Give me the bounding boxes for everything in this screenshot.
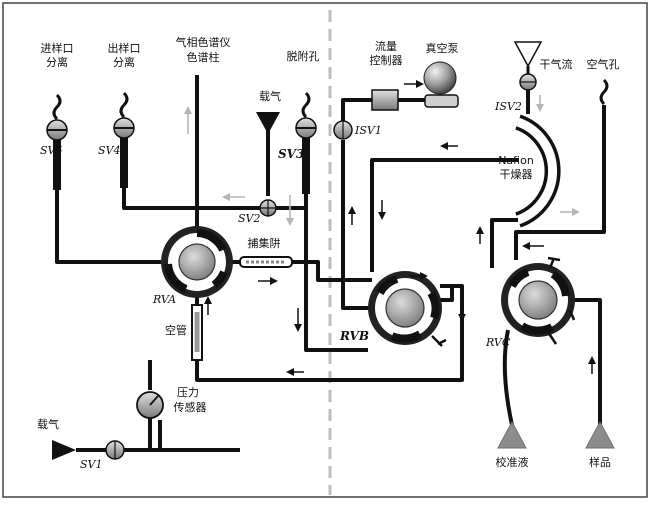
rva-rotary-valve[interactable] xyxy=(161,226,233,298)
nafion-dryer-inner xyxy=(516,117,558,225)
pressure-sensor-gauge xyxy=(136,391,164,450)
sv3-label: SV3 xyxy=(278,147,304,161)
air-hole-label: 空气孔 xyxy=(587,57,620,71)
sample-triangle xyxy=(585,420,615,449)
flow-arrow-black xyxy=(476,226,484,244)
sv1-valve[interactable] xyxy=(105,440,125,460)
vacuum-pump-label: 真空泵 xyxy=(426,41,459,55)
gc-column-label-line2: 色谱柱 xyxy=(187,50,220,64)
isv1-label: ISV1 xyxy=(354,124,382,137)
air-hole-vent-icon xyxy=(599,78,609,106)
rvb-label: RVB xyxy=(339,329,369,343)
pipe-network xyxy=(55,75,606,452)
isv2-valve[interactable] xyxy=(519,73,537,91)
pipe-rvc-calib xyxy=(502,329,514,426)
enrichment-trap xyxy=(239,256,293,268)
sv1-label: SV1 xyxy=(80,458,102,471)
dry-gas-label: 干气流 xyxy=(540,57,573,71)
frame-border xyxy=(2,2,648,498)
flow-arrow-black xyxy=(348,206,356,225)
sv5-vent-icon xyxy=(52,93,62,121)
carrier-gas-top-label: 载气 xyxy=(259,89,281,103)
carrier-gas-bottom-triangle xyxy=(52,440,76,460)
pipe-rvb-right xyxy=(440,286,454,302)
pipe-sv3-rvb xyxy=(304,196,368,352)
sv4-valve[interactable] xyxy=(113,91,135,188)
flow-controller-label-line1: 流量 xyxy=(375,39,397,53)
pipe-isv1-flow xyxy=(341,98,372,130)
nafion-label-line1: Nafion xyxy=(498,154,534,167)
sv5-valve[interactable] xyxy=(46,93,68,190)
rvc-rotary-valve[interactable] xyxy=(501,256,576,345)
flow-arrow-black xyxy=(458,300,466,322)
carrier-gas-bottom-label: 载气 xyxy=(37,417,59,431)
outlet-split-label-line1: 出样口 xyxy=(108,41,141,55)
sv2-valve[interactable] xyxy=(259,199,277,217)
pipe-rvc-sample xyxy=(568,298,602,425)
rva-label: RVA xyxy=(152,293,176,306)
flow-arrow-black xyxy=(588,356,596,374)
dry-gas-source xyxy=(513,41,543,76)
flow-arrow-black xyxy=(410,272,428,280)
pipe-isv1-rvb xyxy=(341,140,372,310)
flow-arrow-gray xyxy=(286,195,294,226)
pressure-sensor-label-line2: 传感器 xyxy=(174,401,207,414)
pipe-rvb-nafion-top xyxy=(370,158,518,272)
isv2-label: ISV2 xyxy=(494,100,522,113)
flow-arrow-black xyxy=(404,80,424,88)
vacuum-pump xyxy=(423,61,459,108)
empty-tube-label: 空管 xyxy=(165,323,187,337)
flow-arrow-gray xyxy=(222,193,245,201)
flow-arrow-black xyxy=(522,242,544,250)
pipe-nafion-rvc xyxy=(490,218,518,268)
sv2-label: SV2 xyxy=(238,212,260,225)
sv3-valve[interactable] xyxy=(295,91,317,194)
gc-column-label-line1: 气相色谱仪 xyxy=(176,35,231,49)
flow-controller-label-line2: 控制器 xyxy=(370,53,403,67)
flow-arrow-black xyxy=(204,296,212,315)
inlet-split-label-line2: 分离 xyxy=(46,55,68,69)
carrier-gas-top-triangle xyxy=(256,112,280,134)
outlet-split-label-line2: 分离 xyxy=(113,55,135,69)
sv3-vent-icon xyxy=(301,91,311,119)
sample-label: 样品 xyxy=(589,455,611,469)
nafion-label-line2: 干燥器 xyxy=(500,168,533,181)
labels: 进样口 分离 出样口 分离 气相色谱仪 色谱柱 脱附孔 载气 流量 控制器 真空… xyxy=(37,35,620,471)
calibration-liquid-label: 校准液 xyxy=(496,455,529,469)
sv4-vent-icon xyxy=(119,91,129,119)
flow-arrow-gray xyxy=(536,95,544,112)
flow-arrow-black xyxy=(378,200,386,220)
empty-tube xyxy=(191,304,203,361)
rvb-rotary-valve[interactable] xyxy=(368,271,447,347)
sv5-label: SV5 xyxy=(40,144,62,157)
sv4-label: SV4 xyxy=(98,144,120,157)
flow-arrow-black xyxy=(294,308,302,332)
pressure-sensor-label-line1: 压力 xyxy=(177,386,199,399)
flow-arrow-black xyxy=(286,368,304,376)
sv5-stem xyxy=(53,140,61,190)
calibration-liquid-triangle xyxy=(497,420,527,449)
inlet-split-label-line1: 进样口 xyxy=(41,41,74,55)
pipe-sv5-rva xyxy=(55,155,170,264)
flow-arrow-black xyxy=(258,277,278,285)
flow-arrow-black xyxy=(440,142,458,150)
rvc-label: RVC xyxy=(485,336,511,349)
sv4-stem xyxy=(120,138,128,188)
desorb-hole-label: 脱附孔 xyxy=(287,49,320,63)
isv1-valve[interactable] xyxy=(333,120,353,140)
flow-controller-box xyxy=(371,89,399,111)
enrichment-trap-label: 捕集阱 xyxy=(248,236,281,250)
flow-arrows xyxy=(184,80,596,376)
sv3-stem xyxy=(302,138,310,194)
pipe-air-hole xyxy=(514,105,606,260)
flow-arrow-gray xyxy=(184,106,192,134)
flow-arrow-gray xyxy=(560,208,580,216)
